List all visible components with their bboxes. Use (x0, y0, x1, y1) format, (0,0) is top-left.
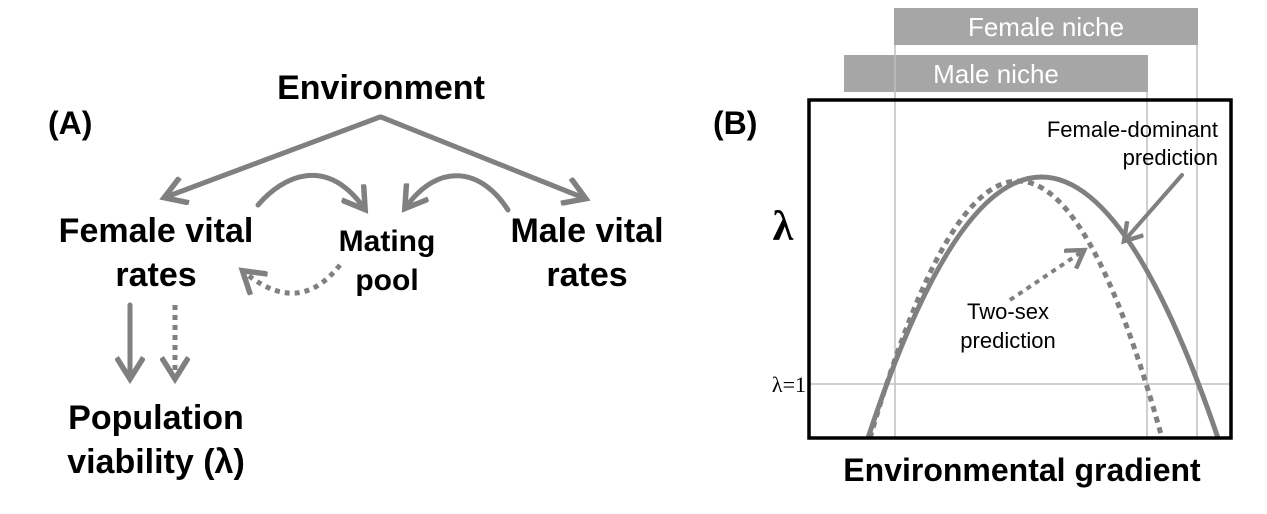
arrow-male-to-mating (406, 173, 511, 210)
population-viability-label-1: Population (68, 399, 244, 437)
male-niche-label: Male niche (933, 59, 1059, 89)
panel-b: (B) Female niche Male niche λ λ=1 Female… (713, 8, 1233, 488)
female-prediction-label-2: prediction (1123, 145, 1218, 170)
female-prediction-arrow (1125, 173, 1184, 240)
x-axis-label: Environmental gradient (843, 452, 1201, 488)
panel-a: (A) Environment Female vital rates Matin… (48, 69, 664, 481)
lambda-one-label: λ=1 (772, 372, 806, 397)
arrow-environment-to-male (378, 114, 584, 198)
female-dominant-curve (865, 174, 1221, 439)
female-niche-label: Female niche (968, 12, 1124, 42)
panel-b-label: (B) (713, 105, 757, 141)
plot-frame (807, 98, 1233, 440)
female-vital-rates-label-1: Female vital (59, 212, 254, 250)
mating-pool-label-1: Mating (339, 225, 436, 258)
population-viability-label-2: viability (λ) (67, 443, 245, 481)
two-sex-prediction-arrow (1008, 251, 1083, 302)
female-prediction-label-1: Female-dominant (1047, 117, 1218, 142)
female-niche-bar (894, 8, 1198, 45)
mating-pool-label-2: pool (355, 264, 418, 297)
panel-a-label: (A) (48, 105, 92, 141)
arrow-female-to-mating (255, 172, 364, 208)
male-vital-rates-label-2: rates (546, 256, 627, 294)
arrow-mating-to-female-dashed (244, 263, 342, 293)
male-vital-rates-label-1: Male vital (510, 212, 663, 250)
arrow-environment-to-female (166, 114, 383, 197)
two-sex-prediction-label-1: Two-sex (967, 299, 1049, 324)
y-axis-label: λ (773, 204, 794, 250)
environment-label: Environment (277, 69, 485, 107)
two-sex-prediction-label-2: prediction (960, 328, 1055, 353)
female-vital-rates-label-2: rates (115, 256, 196, 294)
two-sex-curve (867, 178, 1165, 439)
